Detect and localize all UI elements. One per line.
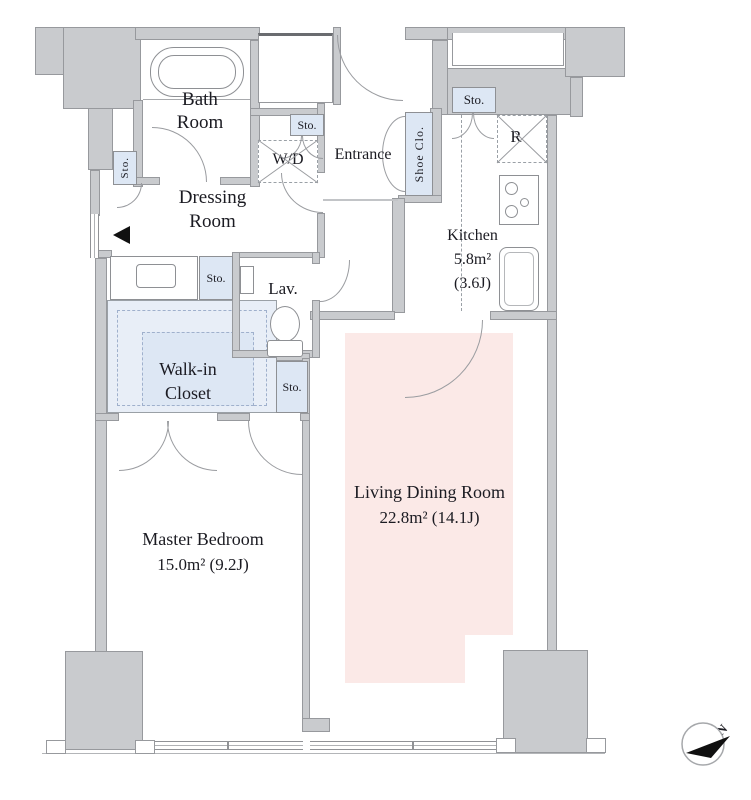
wall-segment	[490, 311, 557, 320]
bath-room-label-line1: Bath	[182, 89, 218, 110]
shoe-closet-box: Shoe Clo.	[405, 112, 433, 196]
kitchen-boundary-dashed	[461, 115, 463, 311]
storage-label: Sto.	[282, 379, 302, 394]
entrance-label: Entrance	[334, 146, 392, 163]
wall-segment	[547, 115, 557, 653]
stove-burner	[520, 198, 529, 207]
dressing-room-label-line1: Dressing	[178, 187, 247, 208]
wall-segment	[95, 413, 119, 421]
wall-segment	[312, 252, 320, 264]
wall-segment	[317, 213, 325, 258]
wall-segment	[302, 718, 330, 732]
wall-segment	[95, 258, 107, 654]
window-divider	[412, 741, 414, 750]
door-arc-lavatory	[320, 260, 350, 302]
door-arc-closet-left	[119, 421, 169, 471]
door-arc-storage-bath	[117, 183, 142, 208]
wall-segment	[333, 27, 341, 105]
wall-segment	[63, 27, 141, 109]
storage-label: Sto.	[463, 92, 485, 107]
window-bedroom-side-sash	[94, 214, 95, 258]
living-dining-label: Living Dining Room 22.8m² (14.1J)	[337, 480, 522, 530]
wall-segment	[300, 413, 310, 421]
door-arc-bath	[152, 127, 207, 182]
door-arc-closet-right	[167, 421, 217, 471]
living-dining-area: 22.8m² (14.1J)	[379, 508, 480, 527]
dressing-room-label: Dressing Room	[150, 186, 275, 234]
bath-divider-line	[143, 99, 250, 100]
toilet-bowl	[270, 306, 300, 342]
wall-segment	[432, 40, 448, 115]
living-dining-name: Living Dining Room	[353, 482, 505, 502]
living-dining-floor-lower	[345, 635, 465, 683]
window-living-sash	[310, 745, 504, 746]
door-arc-storage-kitchen	[452, 113, 473, 139]
wall-segment	[135, 27, 260, 40]
kitchen-name: Kitchen	[447, 227, 498, 244]
wall-segment	[312, 300, 320, 358]
stove-burner	[505, 182, 518, 195]
refrigerator-label: R	[510, 127, 522, 146]
storage-box-hall: Sto.	[290, 114, 324, 136]
wall-segment	[310, 311, 395, 320]
wall-segment	[392, 198, 405, 313]
kitchen-sink-inner	[504, 252, 534, 306]
washbasin-sink	[136, 264, 176, 288]
storage-box-lavatory: Sto.	[199, 256, 233, 300]
balcony-partition	[586, 738, 606, 753]
balcony-partition	[496, 738, 516, 753]
storage-label: Sto.	[119, 157, 131, 179]
wall-segment	[565, 27, 625, 77]
bath-room-label-line2: Room	[176, 112, 224, 133]
kitchen-tatami: (3.6J)	[454, 275, 491, 292]
storage-label: Sto.	[206, 270, 226, 285]
master-bedroom-area: 15.0m² (9.2J)	[157, 555, 249, 574]
kitchen-label: Kitchen 5.8m² (3.6J)	[430, 224, 515, 296]
storage-label: Sto.	[297, 117, 317, 132]
balcony-partition	[135, 740, 155, 754]
door-arc-bedroom	[248, 421, 302, 475]
pillar-bottom-left	[65, 651, 143, 750]
door-arc-dressing	[281, 173, 323, 213]
bathtub-inner	[158, 55, 236, 89]
balcony-edge-line	[42, 753, 605, 754]
kitchen-area: 5.8m²	[453, 251, 492, 268]
pipe-shaft	[258, 33, 333, 103]
pillar-bottom-right	[503, 650, 588, 753]
walk-in-closet-label: Walk-in Closet	[135, 357, 241, 405]
storage-box-kitchen: Sto.	[452, 87, 496, 113]
wall-segment	[570, 77, 583, 117]
storage-box-closet: Sto.	[276, 361, 308, 413]
window-divider	[227, 741, 229, 750]
master-bedroom-name: Master Bedroom	[142, 529, 264, 549]
washer-dryer-label: W/D	[272, 151, 304, 168]
stove-burner	[505, 205, 518, 218]
entrance-step-line	[323, 199, 398, 201]
walk-in-closet-line2: Closet	[164, 383, 211, 403]
wall-segment	[405, 27, 452, 40]
balcony-partition	[46, 740, 66, 754]
master-bedroom-label: Master Bedroom 15.0m² (9.2J)	[108, 527, 298, 577]
storage-box-bath: Sto.	[113, 151, 137, 185]
walk-in-closet-line1: Walk-in	[159, 359, 217, 379]
wall-segment	[232, 252, 240, 358]
toilet-tank	[267, 340, 303, 357]
dressing-room-label-line2: Room	[189, 211, 236, 232]
door-arc-storage-kitchen	[473, 113, 494, 139]
wall-segment	[217, 413, 250, 421]
wall-segment	[90, 170, 100, 216]
shoe-closet-label: Shoe Clo.	[411, 125, 426, 183]
door-arc-entrance	[337, 35, 403, 101]
building-notch	[452, 33, 564, 66]
window-bedroom-sash	[143, 745, 303, 746]
wall-segment	[88, 108, 113, 170]
lavatory-label: Lav.	[268, 279, 298, 298]
stove	[499, 175, 539, 225]
compass-north-label: N	[713, 721, 731, 739]
wall-segment	[232, 252, 320, 258]
direction-marker-icon	[113, 226, 130, 244]
lavatory-hand-basin	[240, 266, 254, 294]
bath-room-label: Bath Room	[150, 88, 250, 134]
